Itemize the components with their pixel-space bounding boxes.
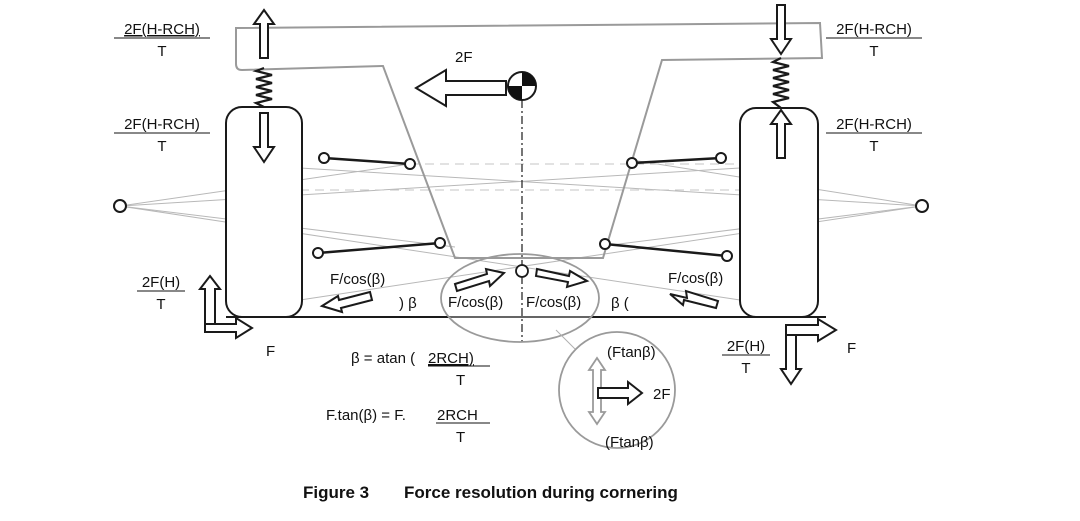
upper-right-link <box>626 152 727 169</box>
right-tyre <box>739 107 819 318</box>
equation-numerator: 2RCH <box>437 407 478 424</box>
left-lateral-reaction-arrow-icon <box>204 316 254 340</box>
fraction-denominator: T <box>157 138 166 155</box>
tan-equation: F.tan(β) = F. 2RCH T <box>326 407 490 446</box>
right-link-force-label: F/cos(β) <box>668 270 723 287</box>
fraction-numerator: 2F(H) <box>727 338 765 355</box>
cg-force-label: 2F <box>455 49 473 66</box>
equation-denominator: T <box>456 372 465 389</box>
fraction-numerator: 2F(H) <box>142 274 180 291</box>
fraction-numerator: 2F(H-RCH) <box>124 21 200 38</box>
fraction-numerator: 2F(H-RCH) <box>124 116 200 133</box>
lateral-force-arrow-icon <box>414 68 507 108</box>
fraction-denominator: T <box>869 138 878 155</box>
inset-mid-label: 2F <box>653 386 671 403</box>
left-instant-centre <box>113 199 127 213</box>
construction-line <box>299 167 923 207</box>
fraction-denominator: T <box>741 360 750 377</box>
upper-left-link <box>318 152 416 170</box>
right-f-label: F <box>847 340 856 357</box>
centre-left-force-label: F/cos(β) <box>448 294 503 311</box>
right-tyre-up-arrow-icon <box>769 108 793 159</box>
right-instant-centre <box>915 199 929 213</box>
roll-centre <box>515 264 529 278</box>
equation-numerator: 2RCH) <box>428 350 474 367</box>
construction-line <box>299 205 923 301</box>
construction-line <box>119 167 741 207</box>
right-vertical-reaction-arrow-icon <box>779 329 803 386</box>
fraction-numerator: 2F(H-RCH) <box>836 21 912 38</box>
right-body-down-arrow-icon <box>769 4 793 56</box>
figure-title: Force resolution during cornering <box>404 483 678 502</box>
inset-bottom-label: (Ftanβ) <box>605 434 654 451</box>
fraction-numerator: 2F(H-RCH) <box>836 116 912 133</box>
figure-number: Figure 3 <box>303 483 369 502</box>
top-right-fraction: 2F(H-RCH) T <box>826 21 922 60</box>
fraction-denominator: T <box>156 296 165 313</box>
right-spring <box>769 57 790 109</box>
beta-equation: β = atan ( 2RCH) T <box>351 350 490 389</box>
left-h-fraction: 2F(H) T <box>137 274 185 313</box>
centre-right-force-arrow-icon <box>534 267 590 289</box>
equation-prefix: β = atan ( <box>351 350 415 367</box>
roll-centre-ellipse <box>440 253 600 343</box>
left-link-force-arrow-icon <box>319 290 374 314</box>
centre-left-force-arrow-icon <box>453 267 507 293</box>
construction-line <box>119 205 741 301</box>
inset-horizontal-arrow-icon <box>597 379 644 407</box>
equation-denominator: T <box>456 429 465 446</box>
centre-of-gravity-icon <box>507 71 537 101</box>
vehicle-body <box>235 21 824 259</box>
fraction-denominator: T <box>869 43 878 60</box>
right-h-fraction: 2F(H) T <box>722 338 770 377</box>
top-left-fraction: 2F(H-RCH) T <box>114 21 210 60</box>
left-body-up-arrow-icon <box>252 8 276 59</box>
left-tyre-down-arrow-icon <box>252 112 276 164</box>
left-spring <box>252 66 273 108</box>
mid-left-fraction: 2F(H-RCH) T <box>114 116 210 155</box>
centre-right-force-label: F/cos(β) <box>526 294 581 311</box>
mid-right-fraction: 2F(H-RCH) T <box>826 116 922 155</box>
left-f-label: F <box>266 343 275 360</box>
lower-right-link <box>599 238 733 262</box>
left-link-force-label: F/cos(β) <box>330 271 385 288</box>
construction-dashes <box>300 163 740 191</box>
beta-left-label: ) β <box>399 295 417 312</box>
right-lateral-reaction-arrow-icon <box>785 317 838 343</box>
equation-prefix: F.tan(β) = F. <box>326 407 406 424</box>
inset-top-label: (Ftanβ) <box>607 344 656 361</box>
beta-right-label: β ( <box>611 295 629 312</box>
left-vertical-reaction-arrow-icon <box>197 274 223 329</box>
right-link-force-arrow-icon <box>669 289 720 310</box>
lower-left-link <box>312 237 446 259</box>
inset-leader <box>555 329 576 350</box>
fraction-denominator: T <box>157 43 166 60</box>
